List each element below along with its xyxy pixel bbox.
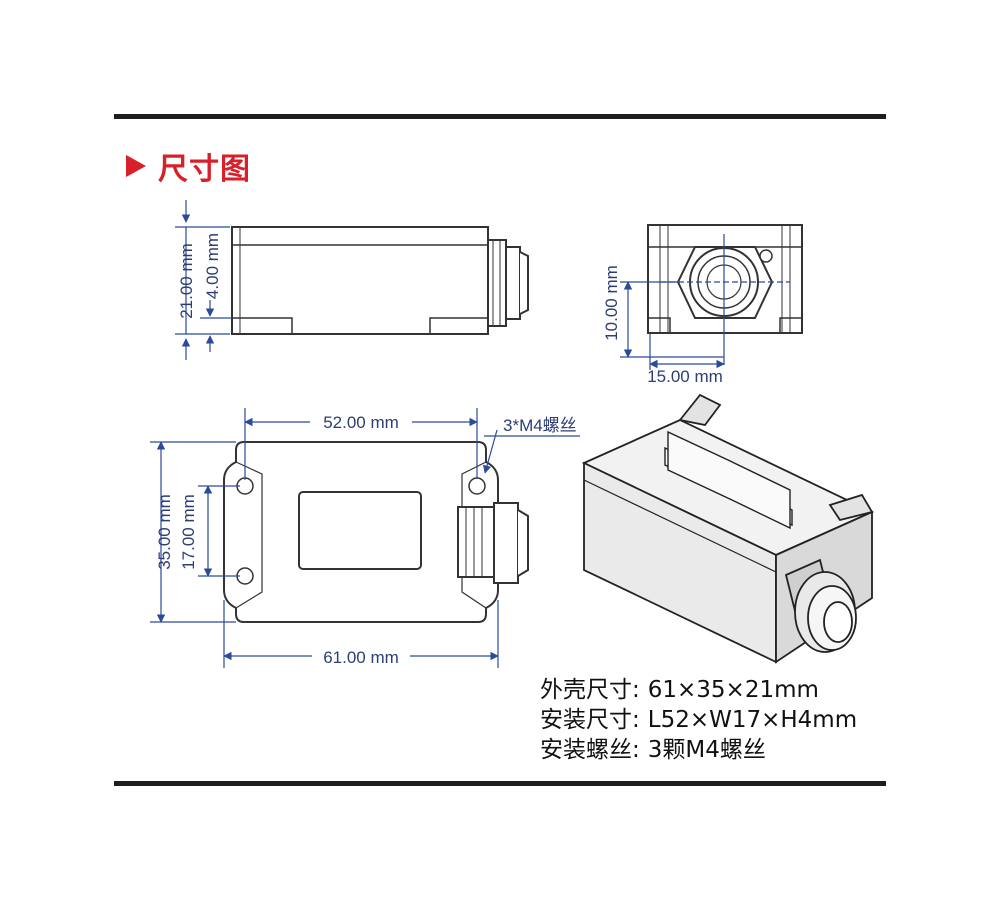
- side-view-dimensions: [175, 200, 232, 360]
- spec-mount-size: 安装尺寸: L52×W17×H4mm: [540, 705, 857, 735]
- top-view-dimensions: [150, 408, 580, 668]
- screw-note-label: 3*M4螺丝: [503, 416, 577, 435]
- top-span-label: 52.00 mm: [323, 413, 399, 432]
- spec-value: 61×35×21mm: [647, 677, 819, 703]
- spec-value: 3颗M4螺丝: [647, 737, 766, 763]
- end-height-label: 10.00 mm: [602, 265, 621, 341]
- triangle-bullet-icon: [126, 155, 146, 177]
- top-frame-line: [114, 114, 886, 119]
- side-offset-label: 4.00 mm: [203, 233, 222, 299]
- side-height-label: 21.00 mm: [177, 243, 196, 319]
- spec-mount-screws: 安装螺丝: 3颗M4螺丝: [540, 735, 766, 765]
- side-view: [231, 226, 529, 335]
- isometric-product-view: [581, 393, 875, 664]
- section-title-text: 尺寸图: [158, 152, 251, 187]
- end-view: [647, 224, 803, 334]
- spec-housing-size: 外壳尺寸: 61×35×21mm: [540, 675, 819, 705]
- total-length-label: 61.00 mm: [323, 648, 399, 667]
- end-view-dimensions: [620, 234, 790, 370]
- end-width-label: 15.00 mm: [647, 367, 723, 386]
- spec-value: L52×W17×H4mm: [647, 707, 858, 733]
- spec-label: 安装尺寸:: [540, 707, 640, 733]
- cable-gland: [784, 558, 857, 653]
- mount-height-label: 17.00 mm: [179, 494, 198, 570]
- top-height-label: 35.00 mm: [155, 494, 174, 570]
- spec-label: 外壳尺寸:: [540, 677, 640, 703]
- spec-label: 安装螺丝:: [540, 737, 640, 763]
- bottom-frame-line: [114, 781, 886, 786]
- top-view: [223, 441, 529, 623]
- section-title: 尺寸图: [126, 146, 251, 187]
